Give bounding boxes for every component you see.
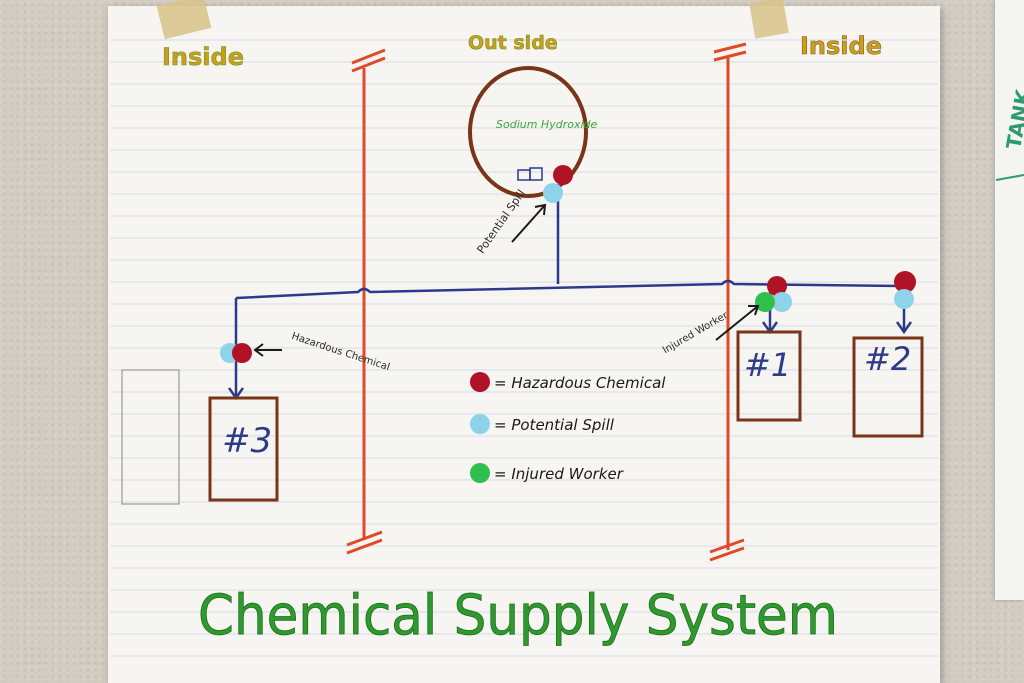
legend-hazard-label: = Hazardous Chemical: [494, 374, 666, 392]
spill-dot-unit1: [772, 292, 792, 312]
tank-label: Sodium Hydroxide: [496, 118, 597, 131]
unit-2-box: [852, 336, 924, 438]
legend-spill-label: = Potential Spill: [494, 416, 615, 434]
header-inside-right: Inside: [800, 32, 882, 60]
wall-line-right: [709, 42, 747, 562]
sodium-hydroxide-tank: [468, 66, 588, 198]
hazard-dot-tank: [553, 165, 573, 185]
pencil-box: [121, 369, 180, 505]
legend-injured-swatch: [470, 463, 490, 483]
hazard-dot-unit3: [232, 343, 252, 363]
unit-3-box: [208, 396, 279, 502]
hazard-dot-unit1: [767, 276, 787, 296]
wall-line-left: [346, 48, 386, 555]
unit-1-box: [736, 330, 802, 422]
legend-hazard-swatch: [470, 372, 490, 392]
injured-arrow: [715, 305, 760, 341]
hazard-dot-unit2: [894, 271, 916, 293]
hazard-arrow: [253, 343, 282, 357]
injured-worker-label: Injured Worker: [661, 310, 731, 357]
tape-left: [156, 0, 212, 40]
potential-spill-label: Potential Spill: [474, 187, 528, 256]
unit-2-label: #2: [864, 340, 911, 378]
side-sheet-text: TANK: [1001, 86, 1024, 151]
legend-spill-swatch: [470, 414, 490, 434]
side-sheet-rule: [995, 174, 1024, 181]
header-inside-left: Inside: [162, 43, 244, 71]
legend: = Hazardous Chemical = Potential Spill =…: [470, 372, 666, 483]
adjacent-sheet: [995, 0, 1024, 600]
spill-arrow: [511, 203, 547, 243]
poster-title: Chemical Supply System: [198, 583, 838, 647]
unit-3-label: #3: [222, 421, 272, 461]
tape-right: [749, 0, 789, 39]
legend-injured-label: = Injured Worker: [494, 465, 624, 483]
header-outside: Out side: [468, 32, 558, 54]
hazardous-chemical-label: Hazardous Chemical: [290, 331, 391, 373]
injured-dot-unit1: [755, 292, 775, 312]
valve-icon: [517, 167, 543, 181]
spill-dot-unit2: [894, 289, 914, 309]
unit-1-label: #1: [744, 346, 791, 384]
spill-dot-tank: [543, 183, 563, 203]
